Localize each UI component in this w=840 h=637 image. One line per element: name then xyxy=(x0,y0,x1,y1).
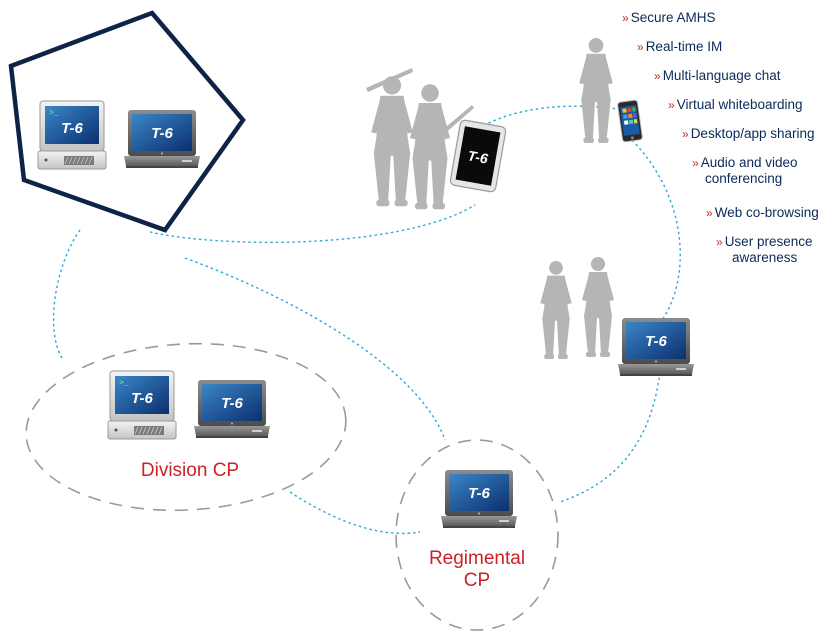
regimental-cp-label-line1: Regimental xyxy=(428,548,526,569)
hq-laptop-terminal[interactable] xyxy=(124,110,200,168)
division-laptop-terminal[interactable] xyxy=(194,380,270,438)
soldier-group-tablet xyxy=(366,68,474,210)
soldier-phone xyxy=(579,38,613,144)
hq-desktop-terminal[interactable] xyxy=(37,100,107,170)
link-hq-to-division xyxy=(52,229,81,359)
regimental-cp-boundary xyxy=(395,439,559,631)
link-laptop-to-regimental xyxy=(559,371,661,503)
division-cp-boundary xyxy=(25,342,347,512)
regimental-laptop-terminal[interactable] xyxy=(441,470,517,528)
tablet-terminal[interactable]: T-6 xyxy=(449,119,507,193)
division-desktop-terminal[interactable] xyxy=(107,370,177,440)
headquarters-pentagon xyxy=(8,10,246,233)
link-hq-to-regimental xyxy=(184,257,446,441)
link-division-to-regimental xyxy=(289,491,421,535)
link-hq-to-tablet xyxy=(149,204,476,244)
division-cp-label: Division CP xyxy=(140,460,240,481)
smartphone-terminal[interactable] xyxy=(617,99,643,143)
regimental-cp-label-line2: CP xyxy=(463,570,491,591)
regimental-cp-label: Regimental CP xyxy=(417,548,537,592)
link-phone-to-laptop xyxy=(631,139,681,321)
field-laptop-terminal[interactable] xyxy=(618,318,694,376)
soldier-group-laptop xyxy=(540,257,614,359)
svg-text:T-6: T-6 xyxy=(466,147,489,166)
